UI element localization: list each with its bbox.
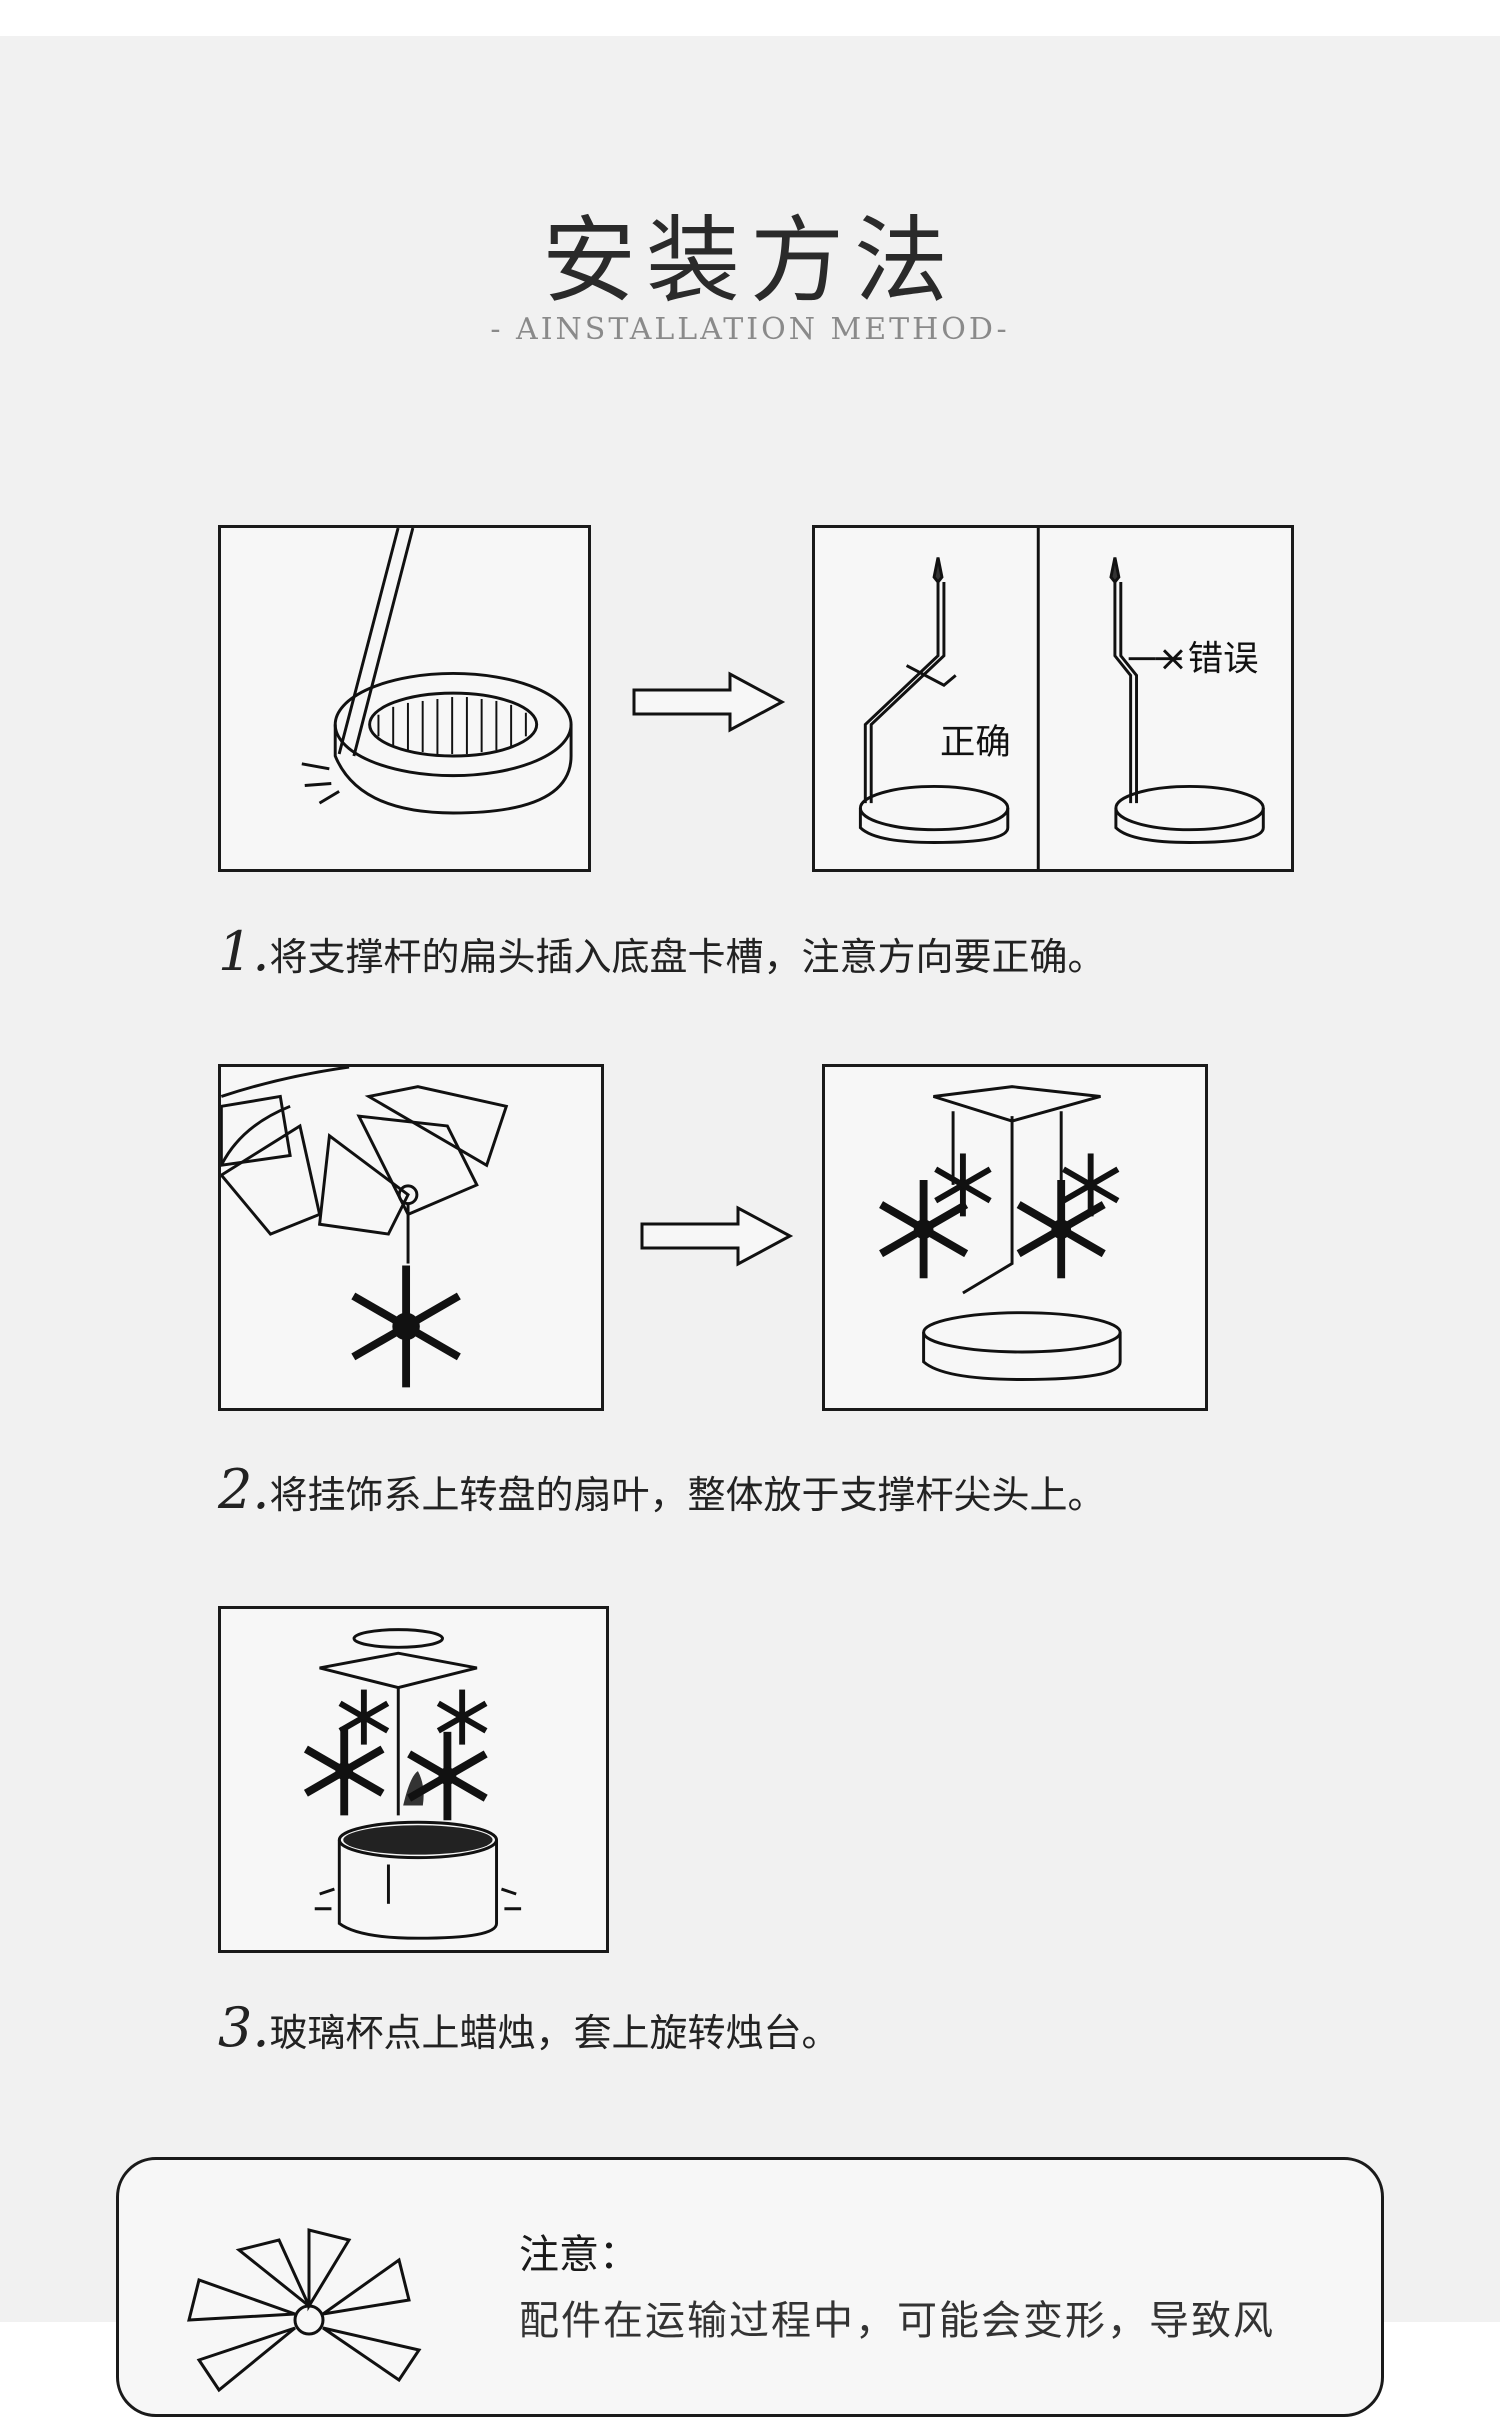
- step-number: 2.: [218, 1458, 270, 1521]
- fan-blade-icon: [179, 2210, 439, 2410]
- step1-base-illustration: [218, 525, 591, 872]
- fan-blade-with-snowflake-drawing: [221, 1067, 601, 1408]
- step-number: 1.: [218, 920, 270, 983]
- right-arrow-icon: [638, 1204, 798, 1268]
- right-arrow-icon: [630, 670, 790, 734]
- correct-vs-wrong-drawing: 正确 ×错误: [815, 528, 1291, 869]
- wrong-label: ×错误: [1158, 638, 1258, 679]
- step2-caption: 2.将挂饰系上转盘的扇叶，整体放于支撑杆尖头上。: [218, 1458, 1106, 1521]
- step-number: 3.: [218, 1996, 270, 2059]
- lit-candle-spinner-drawing: [221, 1609, 606, 1950]
- step-text: 玻璃杯点上蜡烛，套上旋转烛台。: [270, 2011, 840, 2055]
- step1-orientation-illustration: 正确 ×错误: [812, 525, 1294, 872]
- snowflake-icon: [351, 1266, 460, 1388]
- assembled-spinner-drawing: [825, 1067, 1205, 1408]
- step2-ornament-illustration: [218, 1064, 604, 1411]
- page-subtitle: - AINSTALLATION METHOD-: [0, 312, 1500, 347]
- step-text: 将挂饰系上转盘的扇叶，整体放于支撑杆尖头上。: [270, 1473, 1106, 1517]
- page-title: 安装方法: [0, 185, 1500, 321]
- step-text: 将支撑杆的扁头插入底盘卡槽，注意方向要正确。: [270, 935, 1106, 979]
- notice-text: 配件在运输过程中，可能会变形，导致风: [519, 2288, 1275, 2346]
- base-with-rod-drawing: [221, 528, 588, 869]
- step2-assembled-illustration: [822, 1064, 1208, 1411]
- notice-title: 注意：: [519, 2222, 639, 2280]
- notice-box: 注意： 配件在运输过程中，可能会变形，导致风: [116, 2157, 1384, 2417]
- step3-candle-illustration: [218, 1606, 609, 1953]
- step1-caption: 1.将支撑杆的扁头插入底盘卡槽，注意方向要正确。: [218, 920, 1106, 983]
- step3-caption: 3.玻璃杯点上蜡烛，套上旋转烛台。: [218, 1996, 840, 2059]
- correct-label: 正确: [940, 722, 1011, 763]
